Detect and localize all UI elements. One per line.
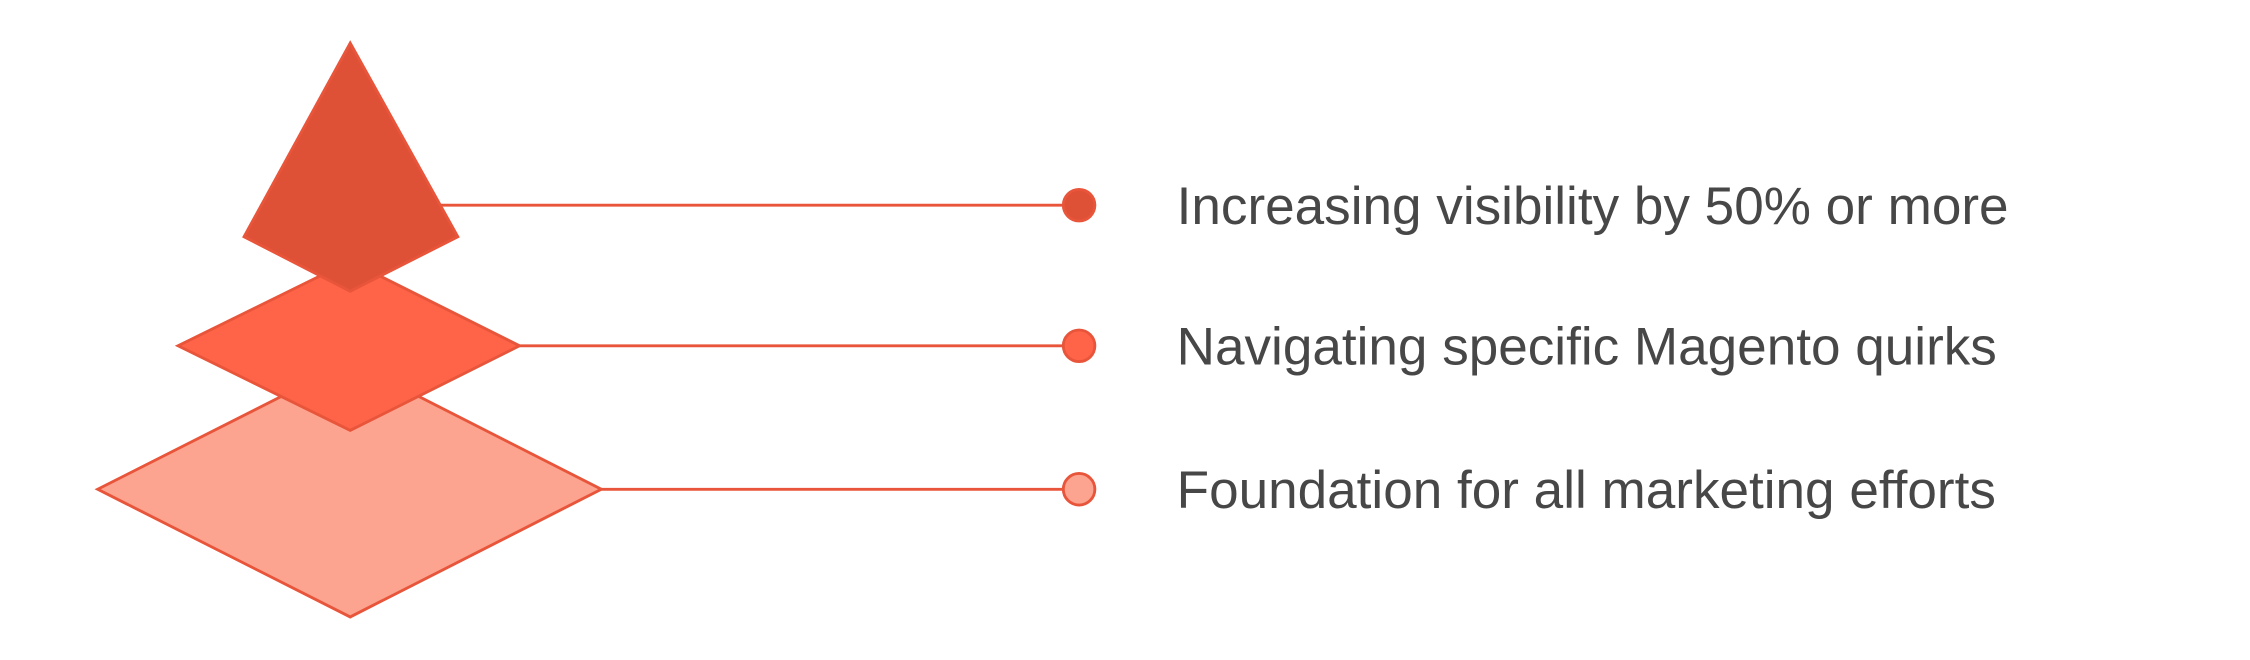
- level-label-middle: Navigating specific Magento quirks: [1177, 317, 1997, 376]
- bullet-dot-middle: [1061, 328, 1097, 363]
- foundation-layer-diamond: [94, 359, 605, 619]
- top-layer-pyramid: [242, 40, 460, 293]
- level-label-top: Increasing visibility by 50% or more: [1177, 177, 2009, 236]
- bullet-dot-top: [1061, 187, 1097, 223]
- level-label-foundation: Foundation for all marketing efforts: [1177, 461, 1996, 520]
- bullet-dot-foundation: [1061, 472, 1097, 507]
- middle-layer-diamond: [174, 259, 523, 433]
